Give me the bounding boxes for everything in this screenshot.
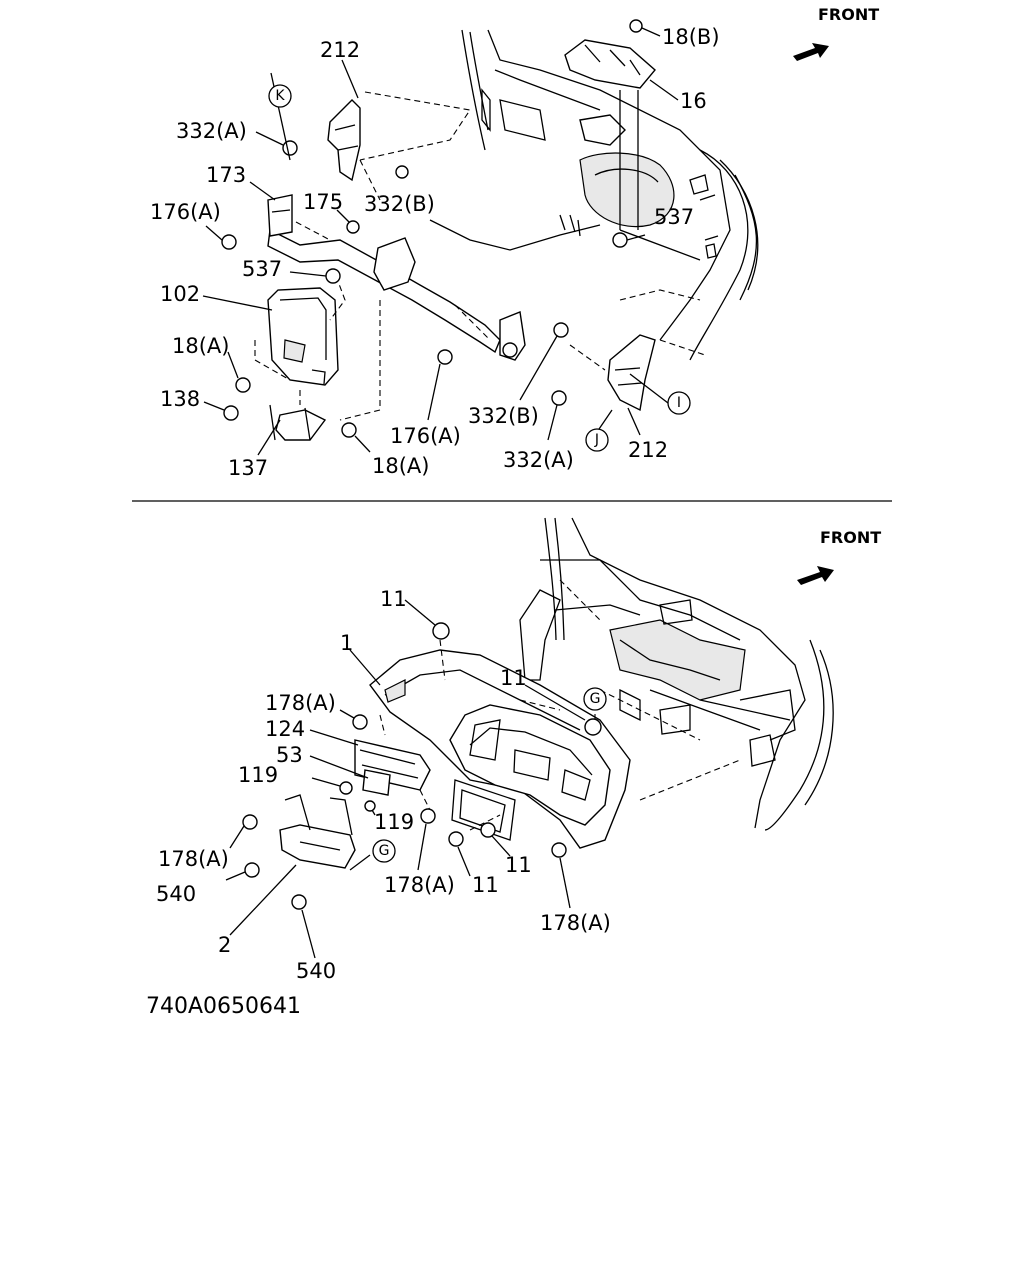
callout-53: 53 xyxy=(276,743,303,767)
assembly-lines-top xyxy=(254,91,706,421)
bolt-138-icon xyxy=(223,405,239,421)
callout-178a-center: 178(A) xyxy=(384,873,455,897)
callout-18a-upper: 18(A) xyxy=(172,334,229,358)
front-arrow-icon xyxy=(793,43,829,61)
bolt-18a-lower-icon xyxy=(341,422,357,438)
bolt-18a-upper-icon xyxy=(235,377,251,393)
bolt-176a-left-icon xyxy=(221,234,237,250)
nut-178a-center-icon xyxy=(420,808,436,824)
fasteners-top xyxy=(221,19,643,438)
screw-11-mid-icon xyxy=(584,718,602,736)
callout-537-right: 537 xyxy=(654,205,694,229)
callout-119-right: 119 xyxy=(374,810,414,834)
screw-119-left-icon xyxy=(339,781,353,795)
marker-i: I xyxy=(667,391,691,415)
callout-332a-bottom: 332(A) xyxy=(503,448,574,472)
bracket-137 xyxy=(269,404,327,441)
callout-18a-lower: 18(A) xyxy=(372,454,429,478)
panel-53 xyxy=(362,769,391,796)
svg-text:I: I xyxy=(677,395,681,411)
bolt-332b-top-icon xyxy=(395,165,409,179)
bolt-176a-mid-icon xyxy=(437,349,453,365)
callout-332a-top: 332(A) xyxy=(176,119,247,143)
callout-138: 138 xyxy=(160,387,200,411)
svg-text:G: G xyxy=(590,691,601,707)
svg-text:J: J xyxy=(594,432,599,448)
marker-k: K xyxy=(268,84,292,108)
callout-332b-bottom: 332(B) xyxy=(468,404,539,428)
screw-11-right-icon xyxy=(480,822,496,838)
callout-11-right: 11 xyxy=(505,853,532,877)
nut-178a-top-icon xyxy=(352,714,368,730)
callout-18b: 18(B) xyxy=(662,25,720,49)
callout-332b-top: 332(B) xyxy=(364,192,435,216)
callout-137: 137 xyxy=(228,456,268,480)
front-arrow-bottom-icon xyxy=(797,566,834,585)
callout-176a-mid: 176(A) xyxy=(390,424,461,448)
marker-g-lower: G xyxy=(372,839,396,863)
callout-540-bottom: 540 xyxy=(296,959,336,983)
bracket-173 xyxy=(267,194,293,237)
callout-178a-right: 178(A) xyxy=(540,911,611,935)
callout-175: 175 xyxy=(303,190,343,214)
top-view: FRONT xyxy=(150,5,879,480)
nut-175-icon xyxy=(346,220,360,234)
nut-537-left-icon xyxy=(325,268,341,284)
callout-540-left: 540 xyxy=(156,882,196,906)
screw-11-top-icon xyxy=(432,622,450,640)
instrument-panel-1 xyxy=(369,649,631,849)
screw-119-right-icon xyxy=(364,800,376,812)
svg-text:G: G xyxy=(379,843,390,859)
dash-frame-outline xyxy=(519,517,834,831)
bracket-2 xyxy=(279,794,356,869)
svg-text:K: K xyxy=(275,88,285,104)
bracket-212-lower xyxy=(607,334,656,412)
callout-537-left: 537 xyxy=(242,257,282,281)
bottom-view: FRONT xyxy=(156,517,881,983)
front-label-top: FRONT xyxy=(818,5,879,24)
leader-lines-bottom xyxy=(225,599,597,959)
callout-102: 102 xyxy=(160,282,200,306)
screw-11-bottom-icon xyxy=(448,831,464,847)
callout-11-bottom: 11 xyxy=(472,873,499,897)
callout-11-top: 11 xyxy=(380,587,407,611)
nut-178a-left-icon xyxy=(242,814,258,830)
bolt-540-left-icon xyxy=(244,862,260,878)
callout-178a-top: 178(A) xyxy=(265,691,336,715)
diagram-reference-code: 740A0650641 xyxy=(146,994,301,1019)
leader-lines-top xyxy=(202,27,679,456)
callout-124: 124 xyxy=(265,717,305,741)
bracket-16 xyxy=(564,39,656,230)
callout-119-left: 119 xyxy=(238,763,278,787)
steering-support-beam xyxy=(267,228,526,361)
callout-176a-left: 176(A) xyxy=(150,200,221,224)
marker-j: J xyxy=(585,428,609,452)
cowl-frame-outline xyxy=(429,29,759,361)
bolt-332a-top-icon xyxy=(282,140,298,156)
bolt-18b-icon xyxy=(629,19,643,33)
callout-16: 16 xyxy=(680,89,707,113)
callout-212-bottom: 212 xyxy=(628,438,668,462)
callout-1: 1 xyxy=(340,631,353,655)
callout-2: 2 xyxy=(218,933,231,957)
nut-178a-right-icon xyxy=(551,842,567,858)
nut-537-right-icon xyxy=(612,232,628,248)
bolt-332b-bottom-icon xyxy=(553,322,569,338)
fasteners-bottom xyxy=(242,622,602,910)
bolt-332a-bottom-icon xyxy=(551,390,567,406)
callout-212-top: 212 xyxy=(320,38,360,62)
callout-11-mid: 11 xyxy=(500,666,527,690)
bolt-540-bottom-icon xyxy=(291,894,307,910)
marker-g-upper: G xyxy=(583,687,607,711)
front-label-bottom: FRONT xyxy=(820,528,881,547)
callout-178a-left: 178(A) xyxy=(158,847,229,871)
callout-173: 173 xyxy=(206,163,246,187)
bracket-212-upper xyxy=(327,99,361,182)
duct-102 xyxy=(267,287,339,386)
